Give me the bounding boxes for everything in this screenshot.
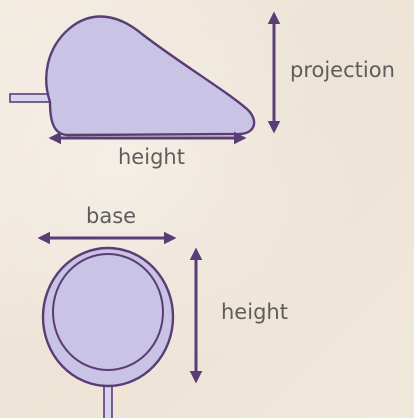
side-view-shape bbox=[45, 15, 256, 137]
front-view-inner-circle bbox=[52, 253, 164, 371]
front-height-label: height bbox=[221, 300, 288, 324]
side-view-stem bbox=[9, 93, 51, 103]
projection-label: projection bbox=[290, 58, 395, 82]
side-height-label: height bbox=[118, 145, 185, 169]
base-label: base bbox=[86, 204, 137, 228]
front-view-stem bbox=[103, 382, 113, 418]
